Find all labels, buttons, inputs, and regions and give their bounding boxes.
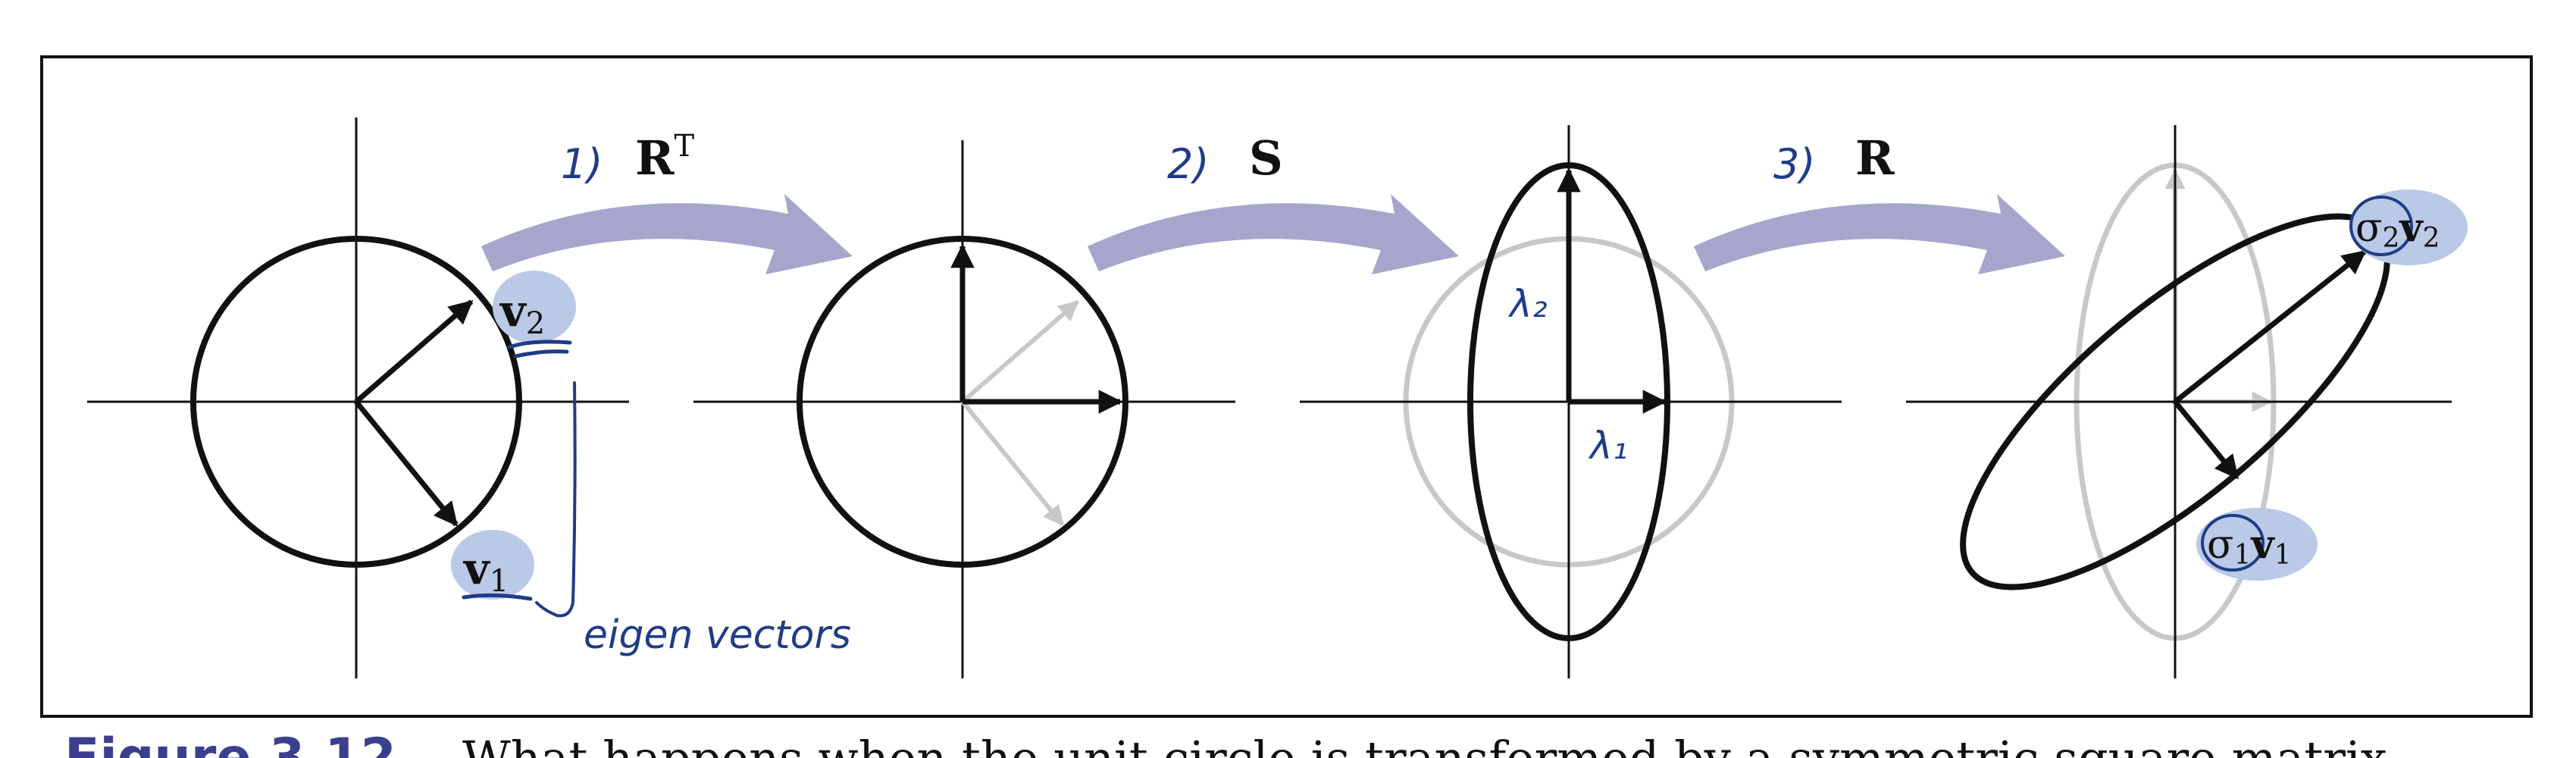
v2-label: v2 [499,285,545,341]
v2-base: v [499,285,527,337]
vector-sigma2-v2 [2173,249,2367,404]
v1-symbol: v [2250,522,2275,568]
eigen-bracket [535,381,577,618]
step-3-number: 3) [1773,140,1815,188]
caption-text: What happens when the unit circle is tra… [462,731,2387,758]
lambda2-label: λ₂ [1507,282,1548,326]
v1-highlight [451,530,534,600]
step-2-matrix: S [1249,130,1283,186]
v1-sub: 1 [490,564,509,599]
figure-caption: Figure 3.12 What happens when the unit c… [64,728,2387,758]
v1-underline [462,593,533,601]
step-1-number: 1) [561,140,603,188]
unit-circle [797,236,1128,568]
v1-subscript: 1 [2274,540,2292,571]
stretched-ellipse [1467,162,1670,641]
step-3-symbol: R [1855,130,1895,186]
sigma1v1-label: σ1v1 [2207,522,2292,571]
step-arrow-2: 2) S [1088,130,1459,274]
sigma1-circle [2201,514,2265,572]
caption-label: Figure 3.12 [64,728,396,758]
v2-highlight [493,271,576,343]
v2-subscript: 2 [2423,223,2440,254]
v2-sub: 2 [526,306,545,341]
unit-circle [190,236,522,568]
sigma2v2-label: σ2v2 [2355,205,2440,254]
step-3-matrix: R [1855,130,1895,186]
v2-underline [507,340,572,359]
sigma1v1-highlight [2196,508,2318,581]
step-2-symbol: S [1249,130,1283,186]
diagram-frame [40,55,2533,718]
vector-v1 [354,399,459,527]
sigma2-symbol: σ [2355,205,2383,251]
step-arrow-3: 3) R [1694,130,2065,274]
step-2-number: 2) [1167,140,1209,188]
ghost-vector-v2 [961,299,1080,404]
sigma1-symbol: σ [2207,522,2234,568]
panel-4: σ2v2 σ1v1 [1906,125,2468,678]
v2-symbol: v [2399,205,2424,251]
sigma1-sub: 1 [2234,540,2252,571]
step-1-matrix: RT [635,129,695,186]
step-arrow-1: 1) RT [481,129,853,274]
ghost-vector-v1 [960,400,1065,527]
step-arrow-2-shape [1088,194,1459,274]
step-1-superscript: T [675,129,695,164]
vector-v2 [354,299,474,404]
panel-2 [693,140,1235,678]
step-1-symbol: R [635,130,675,186]
sigma2-sub: 2 [2383,223,2400,254]
v1-label: v1 [462,543,509,599]
eigen-vectors-note: eigen vectors [584,612,851,658]
vector-sigma1-v1 [2173,399,2240,480]
v1-base: v [462,543,491,594]
lambda1-label: λ₁ [1588,424,1628,468]
sigma2-circle [2349,196,2413,256]
panel-3: λ₂ λ₁ [1300,125,1842,678]
step-arrow-1-shape [481,194,853,274]
step-arrow-3-shape [1694,194,2065,274]
sigma2v2-highlight [2349,190,2468,265]
panel-1: v2 v1 eigen vectors [87,117,851,678]
